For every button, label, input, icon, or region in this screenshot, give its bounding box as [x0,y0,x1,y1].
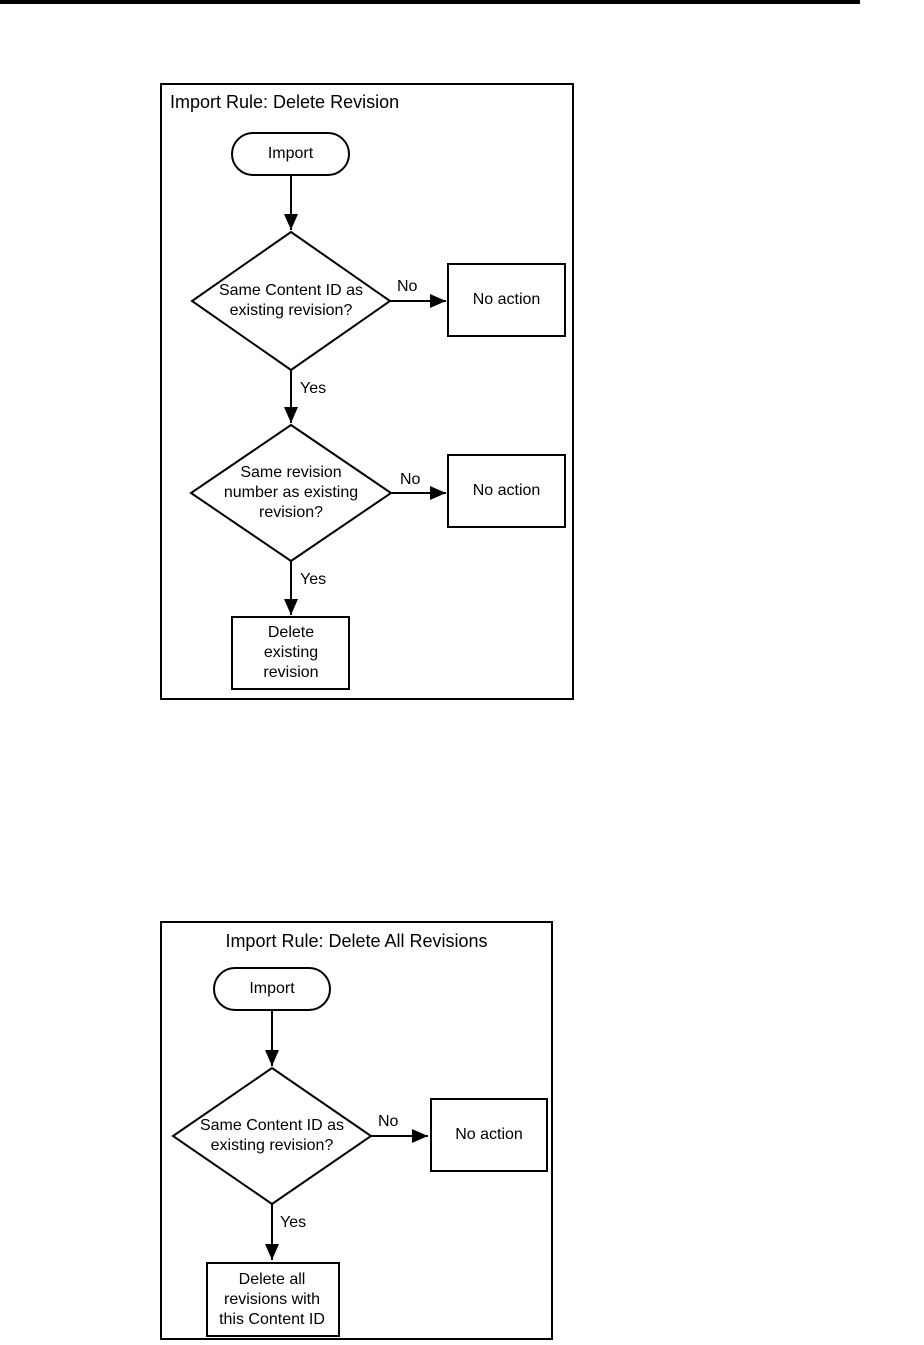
decision1-diamond [190,230,392,372]
page-top-rule [0,0,860,4]
flowchart-delete-all-revisions: Import Rule: Delete All Revisions Import… [160,921,553,1340]
no-action2-box [447,454,566,528]
start-oval [231,132,350,176]
decision2-no-label: No [400,471,421,488]
decision1-yes-label: Yes [280,1214,307,1231]
no-action1-label: No action [455,1126,523,1143]
no-action1-box [430,1098,548,1172]
start-node-label: Import [267,145,314,162]
start-node-label: Import [249,980,295,997]
start-oval [213,967,331,1011]
flowchart-title: Import Rule: Delete All Revisions [225,931,488,951]
no-action1-box [447,263,566,337]
decision1-no-label: No [397,278,418,295]
flowchart-canvas [171,967,548,1337]
final-action-label: Delete all revisions with this Content I… [219,1270,325,1328]
decision2-diamond [189,423,393,563]
final-action-box [231,616,350,690]
decision1-no-label: No [378,1113,399,1130]
final-action-label: Delete existing revision [263,624,319,681]
final-action-box [206,1262,340,1337]
decision2-yes-label: Yes [300,571,327,588]
decision1-question: Same Content ID as existing revision? [218,282,364,319]
flowchart-delete-revision: Import Rule: Delete Revision Import Same… [160,83,574,700]
decision1-yes-label: Yes [300,380,327,397]
decision1-question: Same Content ID as existing revision? [199,1117,345,1154]
flowchart-title: Import Rule: Delete Revision [170,92,400,112]
decision2-question: Same revision number as existing revisio… [223,464,359,521]
decision1-diamond [171,1066,373,1206]
flowchart-canvas [189,132,566,690]
no-action1-label: No action [472,291,541,308]
no-action2-label: No action [472,482,541,499]
